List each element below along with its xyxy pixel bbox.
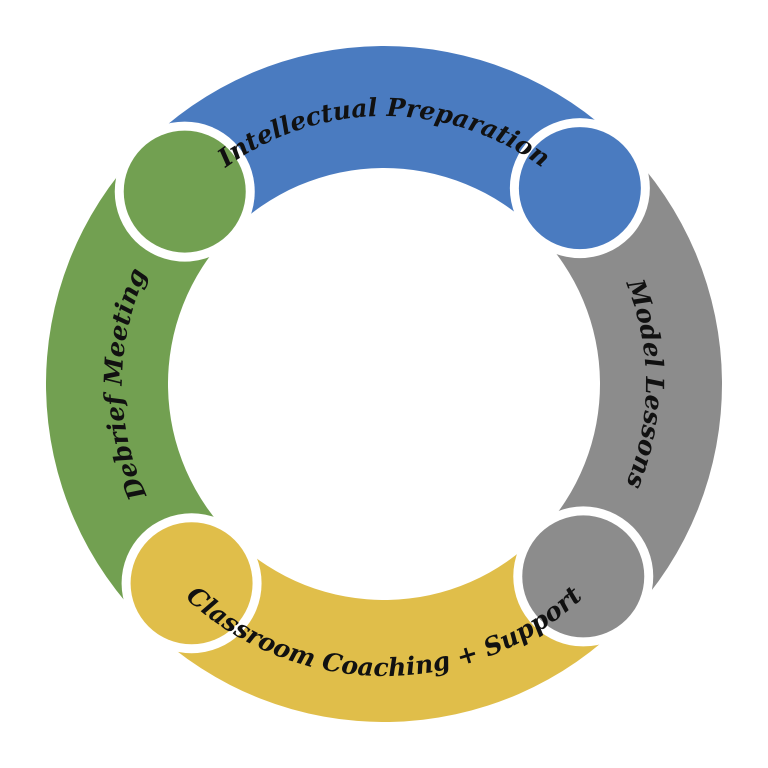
segment-bands	[46, 46, 722, 723]
segment-heads	[114, 118, 654, 654]
segment-band-debrief-meeting	[46, 149, 234, 628]
segment-head-model-lessons	[522, 515, 645, 638]
segment-head-intellectual-preparation	[518, 127, 641, 250]
segment-band-classroom-coaching-support	[149, 534, 628, 723]
segment-head-classroom-coaching-support	[130, 522, 253, 645]
segment-band-model-lessons	[536, 144, 722, 619]
segment-band-intellectual-preparation	[140, 46, 624, 234]
segment-head-debrief-meeting	[123, 130, 246, 253]
